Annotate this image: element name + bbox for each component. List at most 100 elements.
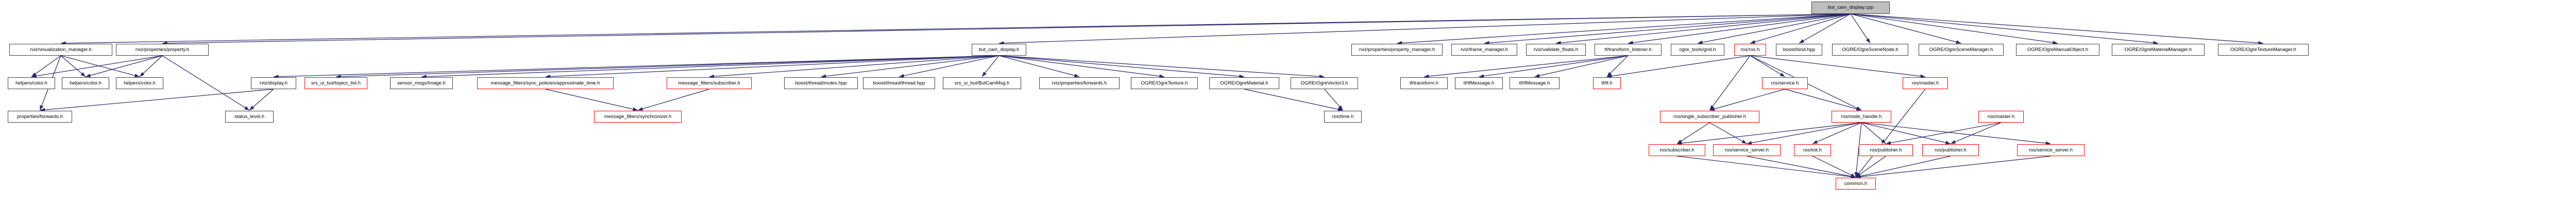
graph-node-ros-init-h[interactable]: ros/init.h xyxy=(1794,144,1831,156)
graph-edge xyxy=(162,13,1851,45)
graph-node-rviz-validate-floats-h[interactable]: rviz/validate_floats.h xyxy=(1526,44,1586,56)
graph-edge xyxy=(1886,122,2002,145)
graph-node-rviz-visualization-manager-h[interactable]: rviz/visualization_manager.h xyxy=(9,44,112,56)
graph-node-label: rviz/properties/forwards.h xyxy=(1052,80,1107,86)
graph-node-label: helpers/color.h xyxy=(15,80,47,86)
graph-node-ogre-ogretexturemanager-h[interactable]: OGRE/OgreTextureManager.h xyxy=(2218,44,2309,56)
graph-edge xyxy=(1861,122,1951,145)
graph-node-label: OGRE/OgreTextureManager.h xyxy=(2230,46,2296,53)
graph-edge xyxy=(998,55,1325,78)
graph-node-boost-bind-hpp[interactable]: boost/bind.hpp xyxy=(1776,44,1822,56)
graph-node-label: properties/forwards.h xyxy=(16,113,63,120)
graph-node-rviz-properties-property-h[interactable]: rviz/properties/property.h xyxy=(116,44,209,56)
graph-node-ogre-ogretexture-h[interactable]: OGRE/OgreTexture.h xyxy=(1131,77,1198,89)
graph-node-rviz-properties-forwards-h[interactable]: rviz/properties/forwards.h xyxy=(1039,77,1120,89)
graph-node-label: message_filters/sync_policies/approximat… xyxy=(490,80,600,86)
graph-node-label: ros/master.h xyxy=(1987,113,2015,120)
graph-edge xyxy=(1697,13,1851,44)
graph-node-srs-ui-but-topics-list-h[interactable]: srs_ui_but/topics_list.h xyxy=(304,77,367,89)
graph-node-label: tf/tfMessage.h xyxy=(1463,80,1495,86)
graph-node-sensor-msgs-image-h[interactable]: sensor_msgs/Image.h xyxy=(390,77,453,89)
graph-node-status-level-h[interactable]: status_level.h xyxy=(225,111,274,123)
graph-node-label: ros/service_server.h xyxy=(2028,147,2073,153)
graph-edge xyxy=(249,89,274,111)
graph-edge xyxy=(1750,13,1851,44)
graph-edge xyxy=(1861,122,1886,144)
graph-edge xyxy=(421,55,999,79)
graph-edge xyxy=(1850,13,1961,44)
graph-node-label: rviz/properties/property_manager.h xyxy=(1359,46,1435,53)
graph-node-ros-node-handle-h[interactable]: ros/node_handle.h xyxy=(1832,111,1891,123)
graph-edge xyxy=(1850,13,2264,45)
graph-node-ros-publisher-h[interactable]: ros/publisher.h xyxy=(1922,144,1979,156)
graph-node-ros-service-h[interactable]: ros/service.h xyxy=(1762,77,1808,89)
graph-node-ogre-ogrematerialmanager-h[interactable]: OGRE/OgreMaterialManager.h xyxy=(2112,44,2205,56)
graph-edge xyxy=(1855,89,1926,178)
graph-node-ros-ros-h[interactable]: ros/ros.h xyxy=(1734,44,1766,56)
graph-edge xyxy=(1676,156,1856,179)
graph-edge xyxy=(31,55,163,78)
graph-node-boost-thread-mutex-hpp[interactable]: boost/thread/mutex.hpp xyxy=(784,77,858,89)
graph-node-message-filters-subscriber-h[interactable]: message_filters/subscriber.h xyxy=(667,77,752,89)
graph-edge xyxy=(1423,55,1629,78)
graph-node-message-filters-sync-policies-approximate-time-h[interactable]: message_filters/sync_policies/approximat… xyxy=(477,77,614,89)
graph-node-label: but_cam_display.cpp xyxy=(1827,5,1874,11)
graph-node-but-cam-display-cpp[interactable]: but_cam_display.cpp xyxy=(1811,2,1890,14)
graph-node-ros-service-server-h[interactable]: ros/service_server.h xyxy=(2017,144,2084,156)
graph-edge xyxy=(1709,122,1747,144)
graph-node-tf-transform-h[interactable]: tf/transform.h xyxy=(1400,77,1448,89)
graph-node-ros-master-h[interactable]: ros/master.h xyxy=(1903,77,1948,89)
graph-node-tf-tfmessage-h[interactable]: tf/tfMessage.h xyxy=(1510,77,1560,89)
graph-node-label: helpers/color.h xyxy=(70,80,101,86)
graph-node-label: boost/thread/thread.hpp xyxy=(873,80,925,86)
graph-node-ros-service-server-h[interactable]: ros/service_server.h xyxy=(1713,144,1781,156)
graph-node-ros-subscriber-h[interactable]: ros/subscriber.h xyxy=(1649,144,1705,156)
graph-node-rviz-properties-property-manager-h[interactable]: rviz/properties/property_manager.h xyxy=(1351,44,1443,56)
graph-node-message-filters-synchronizer-h[interactable]: message_filters/synchronizer.h xyxy=(594,111,682,123)
graph-node-helpers-color-h[interactable]: helpers/color.h xyxy=(8,77,55,89)
graph-node-ogre-ogrescenemanager-h[interactable]: OGRE/OgreSceneManager.h xyxy=(1919,44,2004,56)
graph-node-but-cam-display-h[interactable]: but_cam_display.h xyxy=(972,44,1026,56)
graph-node-properties-forwards-h[interactable]: properties/forwards.h xyxy=(8,111,72,123)
graph-edge xyxy=(545,89,638,111)
graph-edge xyxy=(31,55,61,77)
graph-edge xyxy=(1244,89,1343,111)
graph-node-rviz-display-h[interactable]: rviz/display.h xyxy=(251,77,296,89)
graph-edge xyxy=(1676,122,1862,145)
graph-node-label: tf/tfMessage.h xyxy=(1519,80,1550,86)
graph-edge xyxy=(1676,122,1710,144)
graph-node-common-h[interactable]: common.h xyxy=(1836,178,1876,190)
graph-edge xyxy=(998,55,1165,78)
graph-node-ros-single-subscriber-publisher-h[interactable]: ros/single_subscriber_publisher.h xyxy=(1660,111,1759,123)
graph-node-helpers-color-h[interactable]: helpers/color.h xyxy=(62,77,109,89)
graph-node-label: status_level.h xyxy=(234,113,265,120)
graph-node-tf-tfmessage-h[interactable]: tf/tfMessage.h xyxy=(1455,77,1503,89)
graph-edge xyxy=(998,55,1080,78)
graph-node-ogre-ogrematerial-h[interactable]: OGRE/OgreMaterial.h xyxy=(1209,77,1279,89)
graph-node-ros-publisher-h[interactable]: ros/publisher.h xyxy=(1859,144,1913,156)
graph-edge xyxy=(1397,13,1851,45)
graph-node-label: ros/publisher.h xyxy=(1935,147,1967,153)
graph-node-rviz-frame-manager-h[interactable]: rviz/frame_manager.h xyxy=(1451,44,1517,56)
graph-node-label: srs_ui_but/ButCamMsg.h xyxy=(954,80,1010,86)
graph-edge xyxy=(1861,122,2051,145)
graph-node-ros-master-h[interactable]: ros/master.h xyxy=(1978,111,2024,123)
graph-node-ogre-ogremanualobject-h[interactable]: OGRE/OgreManualObject.h xyxy=(2016,44,2099,56)
graph-edge xyxy=(60,55,140,77)
graph-node-tf-tf-h[interactable]: tf/tf.h xyxy=(1593,77,1621,89)
graph-node-label: rviz/properties/property.h xyxy=(135,46,190,53)
graph-node-ros-time-h[interactable]: ros/time.h xyxy=(1324,111,1362,123)
graph-node-ogre-ogrevector3-h[interactable]: OGRE/OgreVector3.h xyxy=(1291,77,1358,89)
graph-node-tf-transform-listener-h[interactable]: tf/transform_listener.h xyxy=(1595,44,1662,56)
graph-edge xyxy=(998,55,1245,78)
graph-node-label: OGRE/OgreTexture.h xyxy=(1141,80,1188,86)
graph-edge xyxy=(899,55,999,78)
graph-node-boost-thread-thread-hpp[interactable]: boost/thread/thread.hpp xyxy=(863,77,935,89)
graph-node-srs-ui-but-butcammsg-h[interactable]: srs_ui_but/ButCamMsg.h xyxy=(943,77,1021,89)
graph-edge xyxy=(1799,13,1851,44)
graph-node-ogre-ogrescenenode-h[interactable]: OGRE/OgreSceneNode.h xyxy=(1832,44,1908,56)
graph-node-label: ros/time.h xyxy=(1332,113,1354,120)
graph-node-helpers-color-h[interactable]: helpers/color.h xyxy=(116,77,163,89)
graph-node-ogre-tools-grid-h[interactable]: ogre_tools/grid.h xyxy=(1671,44,1724,56)
